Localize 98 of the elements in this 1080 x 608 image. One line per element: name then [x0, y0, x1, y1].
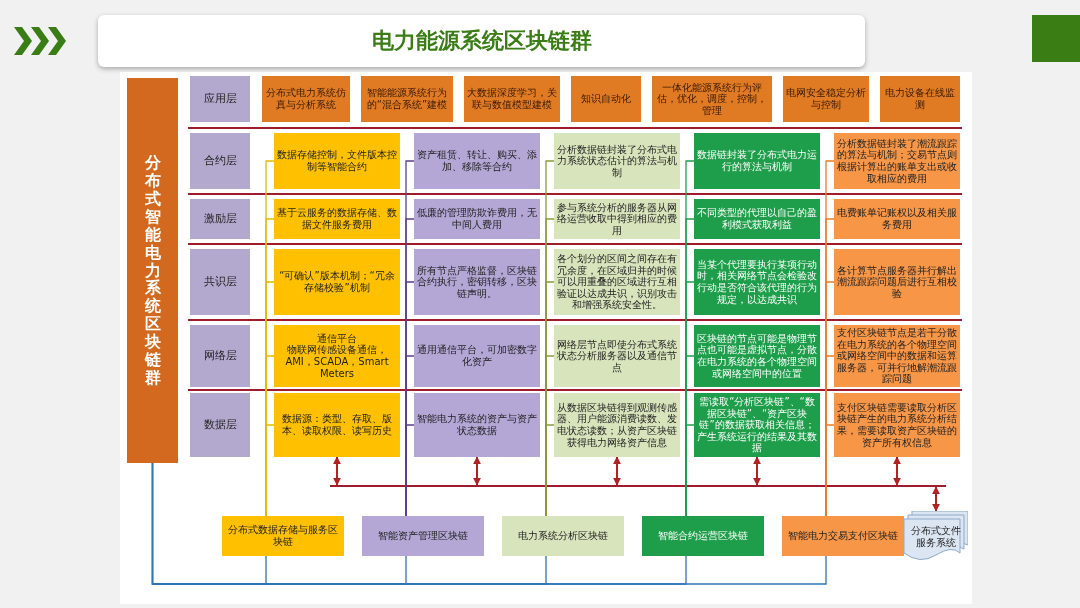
node-text: 物联网传感设备通信，AMI，SCADA，Smart Meters: [284, 344, 390, 380]
double-arrow: [932, 486, 940, 512]
node-text: 激励层: [203, 212, 237, 226]
node-text: 通信平台: [317, 332, 357, 345]
node-text: 应用层: [203, 92, 237, 106]
node-text: 一体化能源系统行为评估，优化，调度，控制，管理: [656, 81, 768, 117]
connector-line: [685, 424, 695, 517]
node-text: 数据源：类型、存取、版本、读取权限、读写历史: [281, 413, 393, 437]
node-text: 基于云服务的数据存储、数据文件服务费用: [277, 207, 397, 231]
process-box: [414, 393, 540, 457]
process-box: [274, 393, 400, 457]
process-box: [554, 133, 680, 189]
process-box: [694, 133, 820, 189]
process-box: [554, 393, 680, 457]
layer-label: [190, 76, 250, 122]
node-text: 网络层: [203, 349, 237, 363]
layer-label: [190, 325, 250, 387]
node-text: 分析数据链封装了潮流跟踪的算法与机制；交易节点则根据计算出的账单支出或收取相应的费用: [837, 137, 957, 185]
layer-label: [190, 133, 250, 189]
node-text: 智能合约运营区块链: [658, 530, 748, 542]
connector-line: [825, 424, 835, 517]
process-box: [554, 325, 680, 387]
process-box: [834, 199, 960, 239]
layer-label: [190, 393, 250, 457]
node-text: 网络层节点即使分布式系统状态分析服务器以及通信节点: [557, 338, 677, 374]
connector-line: [265, 424, 275, 517]
node-text: 从数据区块链得到观测传感器、用户能源消费读数、发电状态读数；从资产区块链获得电力网络资产信息: [557, 401, 677, 449]
node-text: 需读取“分析区块链”、“数据区块链”、“资产区块链”的数据获取相关信息；产生系统运行的结果及其数据: [697, 396, 817, 454]
layer-label: [190, 199, 250, 239]
node-text: 各计算节点服务器并行解出潮流跟踪问题后进行互相校验: [837, 264, 957, 300]
node-text: 支付区块链节点是若干分散在电力系统的各个物理空间或网络空间中的数据和运算服务器，可并行地解潮流跟踪问题: [837, 327, 957, 385]
process-box: [694, 325, 820, 387]
node-text: 低廉的管理防欺诈费用，无中间人费用: [417, 207, 537, 231]
node-text: 数据层: [203, 418, 237, 432]
node-text: 参与系统分析的服务器从网络运营收取中得到相应的费用: [557, 201, 677, 237]
process-box: [782, 516, 904, 556]
node-text: 所有节点严格监督，区块链合约执行，密钥转移，区块链声明。: [417, 264, 537, 300]
node-text: 知识自动化: [581, 93, 631, 105]
process-box: [362, 516, 484, 556]
process-box: [834, 249, 960, 315]
node-text: “可确认”版本机制；“冗余存储校验”机制: [278, 270, 396, 294]
node-text: 各个划分的区间之间存在有冗余度，在区域归并的时候可以用重叠的区域进行互相验证以达成共识，识别攻击和增强系统安全性。: [557, 253, 677, 311]
node-text: 当某个代理要执行某项行动时，相关网络节点会检验改行动是否符合该代理的行为规定，以达成共识: [697, 258, 817, 306]
process-box: [274, 133, 400, 189]
node-text: 电费账单记账权以及相关服务费用: [837, 207, 957, 231]
node-text: 合约层: [203, 154, 237, 168]
double-arrow: [473, 456, 481, 486]
node-text: 数据链封装了分布式电力运行的算法与机制: [697, 149, 817, 173]
node-text: 通用通信平台，可加密数字化资产: [417, 344, 537, 368]
title-bar: [127, 78, 178, 463]
process-box: [274, 325, 400, 387]
double-arrow: [893, 456, 901, 486]
node-text: 智能能源系统行为的“混合系统”建模: [365, 87, 449, 111]
process-box: [274, 199, 400, 239]
node-text: 数据存储控制，文件版本控制等智能合约: [277, 149, 397, 173]
node-text: 分布式数据存储与服务区块链: [227, 524, 339, 548]
double-arrow: [613, 456, 621, 486]
application-box: [571, 76, 641, 122]
process-box: [414, 249, 540, 315]
node-text: 分布式智能电力系统区块链群: [144, 154, 161, 387]
node-text: 分析数据链封装了分布式电力系统状态估计的算法与机制: [557, 143, 677, 179]
process-box: [834, 393, 960, 457]
double-arrow: [333, 456, 341, 486]
process-box: [502, 516, 624, 556]
node-text: 分布式文件服务系统: [910, 525, 962, 549]
node-text: 大数据深度学习，关联与数值模型建模: [467, 87, 557, 111]
process-box: [414, 199, 540, 239]
node-text: 智能电力系统的资产与资产状态数据: [417, 413, 537, 437]
process-box: [414, 325, 540, 387]
layer-label: [190, 249, 250, 315]
node-text: 电力系统分析区块链: [518, 530, 608, 542]
double-arrow: [753, 456, 761, 486]
connector-line: [405, 424, 415, 517]
node-text: 分布式电力系统仿真与分析系统: [265, 87, 347, 111]
process-box: [694, 249, 820, 315]
title: 电力能源系统区块链群: [371, 27, 592, 55]
application-box: [464, 76, 560, 122]
connector-line: [151, 462, 827, 585]
process-box: [274, 249, 400, 315]
application-box: [783, 76, 869, 122]
node-text: 支付区块链需要读取分析区块链产生的电力系统分析结果，需要读取资产区块链的资产所有权信息: [837, 401, 957, 449]
connector-line: [545, 424, 555, 517]
process-box: [222, 516, 344, 556]
document-stack: [904, 511, 968, 563]
application-box: [262, 76, 350, 122]
process-box: [642, 516, 764, 556]
node-text: 不同类型的代理以自己的盈利模式获取利益: [697, 207, 817, 231]
node-text: 智能电力交易支付区块链: [788, 530, 898, 542]
node-text: 电力设备在线监测: [884, 87, 956, 111]
node-text: 共识层: [203, 275, 237, 289]
node-text: 智能资产管理区块链: [378, 530, 468, 542]
node-text: 区块链的节点可能是物理节点也可能是虚拟节点，分散在电力系统的各个物理空间或网络空间中的位置: [697, 332, 817, 380]
application-box: [880, 76, 960, 122]
process-box: [694, 199, 820, 239]
node-text: 资产租赁、转让、购买、添加、移除等合约: [417, 149, 537, 173]
node-text: 电网安全稳定分析与控制: [786, 87, 866, 111]
application-box: [361, 76, 453, 122]
process-box: [414, 133, 540, 189]
